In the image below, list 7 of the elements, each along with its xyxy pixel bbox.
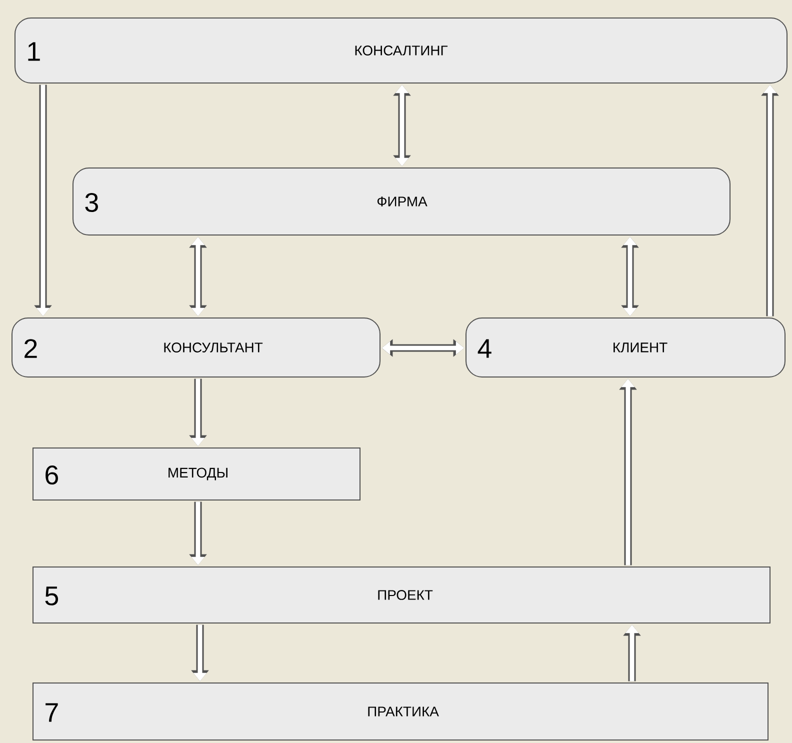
step-number: 6 bbox=[46, 465, 58, 485]
step-number: 1 bbox=[28, 42, 40, 61]
step-number: 2 bbox=[24, 339, 37, 358]
step-number: 5 bbox=[45, 586, 58, 606]
step-number: 7 bbox=[46, 703, 58, 722]
step-number: 4 bbox=[478, 339, 492, 358]
step-number: 3 bbox=[85, 192, 98, 212]
